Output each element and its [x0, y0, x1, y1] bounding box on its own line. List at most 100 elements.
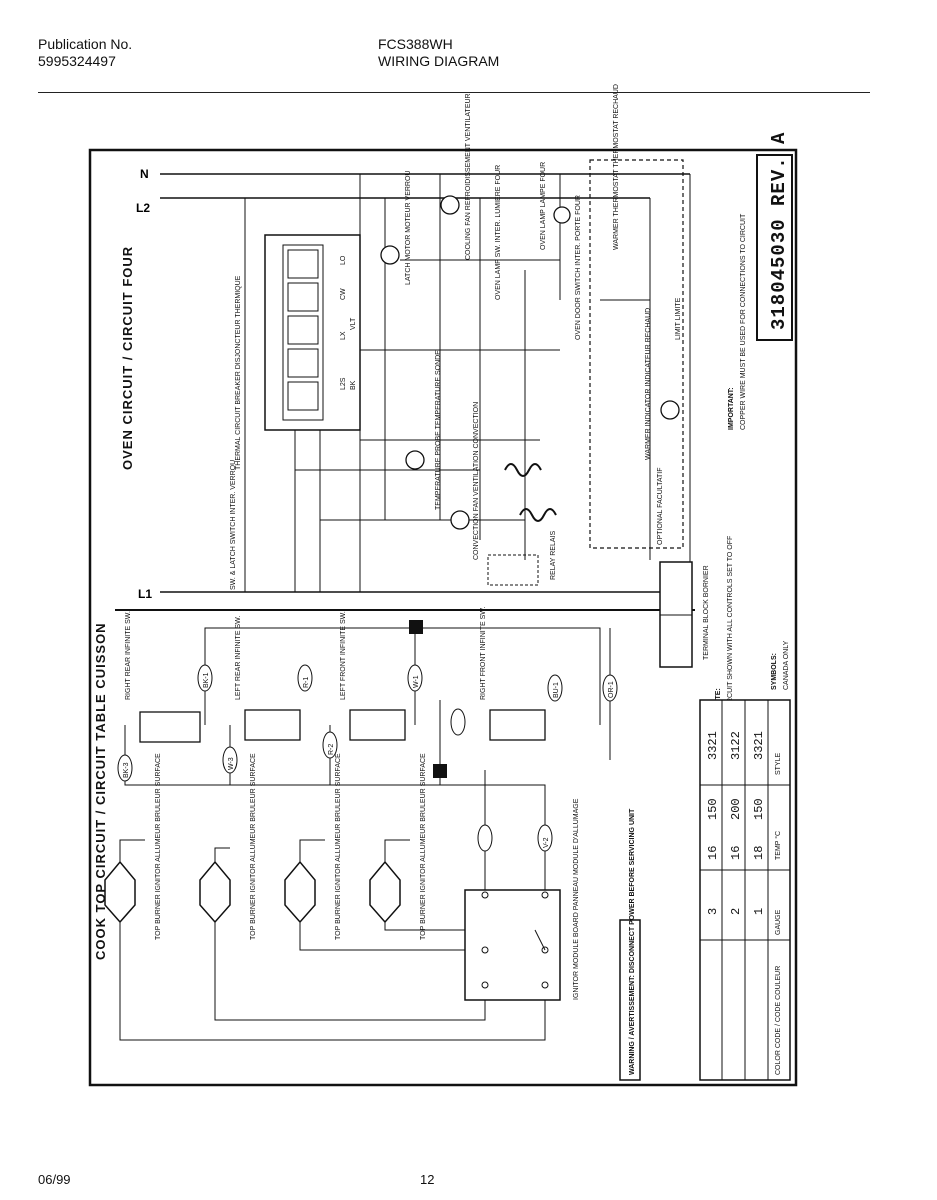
terminal-4: [541, 981, 549, 989]
tag-ellipse-2: [297, 664, 313, 692]
table-header-gauge: GAUGE: [775, 909, 782, 935]
tag-ellipse-8: [322, 731, 338, 759]
oven-lamp-icon: [553, 206, 571, 224]
terminal-n: [541, 891, 549, 899]
infinite-switches: [139, 709, 546, 743]
thermal-breaker-label: THERMAL CIRCUIT BREAKER DISJONCTEUR THER…: [235, 275, 242, 470]
control-label-5: BK: [350, 380, 357, 390]
tag-ellipse-9: [450, 708, 466, 736]
title-block: FCS388WH WIRING DIAGRAM: [378, 36, 499, 70]
revision-box: [756, 154, 793, 341]
control-label-4: LO: [340, 255, 347, 265]
table-cell-2-2: 150: [752, 798, 766, 820]
table-cell-1-1: 16: [729, 846, 743, 860]
tag-ellipse-11: [537, 824, 553, 852]
module-switch: [534, 929, 546, 951]
table-cell-2-1: 18: [752, 846, 766, 860]
relay-box: [487, 554, 539, 586]
publication-block: Publication No. 5995324497: [38, 36, 132, 70]
infinite-switch-rear-left: [244, 709, 301, 741]
tag-ellipse-5: [602, 674, 618, 702]
rear-left-label: LEFT REAR INFINITE SW.: [235, 616, 242, 700]
optional-warmer-box: [589, 159, 684, 549]
tag-bk: BK-1: [203, 672, 210, 688]
wire-ignitor-1: [119, 900, 546, 1041]
infinite-switch-rear-right: [139, 711, 201, 743]
table-cell-0-3: 3321: [706, 731, 720, 760]
optional-label: OPTIONAL FACULTATIF: [657, 467, 664, 545]
tag-ellipse-1: [197, 664, 213, 692]
table-cell-0-1: 16: [706, 846, 720, 860]
control-label-3: CW: [340, 288, 347, 300]
junction-top: [409, 620, 423, 634]
oven-lamp-sw-label: OVEN LAMP SW. INTER. LUMIERE FOUR: [495, 165, 502, 300]
table-cell-1-0: 2: [729, 908, 743, 915]
relay-1: [287, 249, 319, 279]
convection-fan-label: CONVECTION FAN VENTILATION CONVECTION: [473, 402, 480, 560]
publication-number: 5995324497: [38, 53, 116, 69]
terminal-l: [481, 891, 489, 899]
tag-ellipse-10: [477, 824, 493, 852]
ground-2: [214, 847, 230, 862]
tag-ellipse-3: [407, 664, 423, 692]
power-lines: [115, 173, 695, 611]
tag-bl: BU-1: [553, 682, 560, 698]
page-number: 12: [420, 1172, 435, 1187]
relay-3: [287, 315, 319, 345]
ignitor-module-label: IGNITOR MODULE BOARD PANNEAU MODULE D'AL…: [573, 798, 580, 1000]
ground-symbols: [119, 839, 410, 862]
ignitors: [104, 860, 401, 924]
ignitor-2-icon: [199, 860, 231, 924]
latch-motor-label: LATCH MOTOR MOTEUR VERROU: [405, 171, 412, 285]
tag-rd: R-1: [303, 677, 310, 688]
control-relays: [282, 244, 324, 421]
publication-label: Publication No.: [38, 36, 133, 52]
note-body: CIRCUIT SHOWN WITH ALL CONTROLS SET TO O…: [727, 536, 734, 710]
junction-bottom: [433, 764, 447, 778]
wire-ignitor-2: [214, 900, 486, 1021]
table-cell-0-2: 150: [706, 798, 720, 820]
table-header-color: COLOR CODE / CODE COULEUR: [775, 966, 782, 1075]
tag-ellipse-4: [547, 674, 563, 702]
revision-label: 318045030 REV. A: [768, 132, 790, 330]
warmer-thermostat-label: WARMER THERMOSTAT THERMOSTAT RECHAUD: [613, 84, 620, 250]
oven-wiring: [244, 174, 691, 592]
tag-bk3: BK-3: [123, 762, 130, 778]
wire-spec-table: COLOR CODE / CODE COULEUR GAUGE TEMP °C …: [699, 699, 791, 1081]
infinite-switch-front-right: [489, 709, 546, 741]
ignitor-1-icon: [104, 860, 136, 924]
convection-fan-icon: [450, 510, 470, 530]
ignitor-4-icon: [369, 860, 401, 924]
ignitor-2-label: TOP BURNER IGNITOR ALLUMEUR BRULEUR SURF…: [250, 753, 257, 940]
relay-2: [287, 282, 319, 312]
important-heading: IMPORTANT:: [728, 387, 735, 430]
control-label-2: LX: [340, 331, 347, 340]
n-label: N: [140, 167, 149, 181]
warmer-indicator-label: WARMER INDICATOR INDICATEUR RECHAUD: [645, 308, 652, 460]
warmer-indicator-icon: [660, 400, 680, 420]
latch-motor-icon: [380, 245, 400, 265]
module-terminals: [481, 891, 549, 989]
broil-element-icon: [519, 508, 557, 522]
table-header-style: STYLE: [775, 752, 782, 775]
wire-tags: [117, 664, 618, 852]
control-label-1: L2S: [340, 377, 347, 390]
ignitor-4-label: TOP BURNER IGNITOR ALLUMEUR BRULEUR SURF…: [420, 753, 427, 940]
tag-wh: W-1: [413, 675, 420, 688]
limit-label: LIMIT LIMITE: [675, 297, 682, 340]
important-body: COPPER WIRE MUST BE USED FOR CONNECTIONS…: [740, 213, 747, 430]
model-number: FCS388WH: [378, 36, 453, 52]
terminal-1: [481, 946, 489, 954]
table-header-temp: TEMP °C: [774, 831, 782, 860]
table-cell-2-0: 1: [752, 908, 766, 915]
tag-wh3: W-3: [228, 757, 235, 770]
infinite-switch-front-left: [349, 709, 406, 741]
ignitor-3-label: TOP BURNER IGNITOR ALLUMEUR BRULEUR SURF…: [335, 753, 342, 940]
tag-v2: V-2: [543, 837, 550, 848]
tag-ellipse-7: [222, 746, 238, 774]
ignitor-1-label: TOP BURNER IGNITOR ALLUMEUR BRULEUR SURF…: [155, 753, 162, 940]
warning-panel: [619, 919, 641, 1081]
note-heading: NOTE:: [715, 688, 722, 710]
l2-label: L2: [136, 201, 150, 215]
oven-section-title: OVEN CIRCUIT / CIRCUIT FOUR: [120, 246, 135, 470]
